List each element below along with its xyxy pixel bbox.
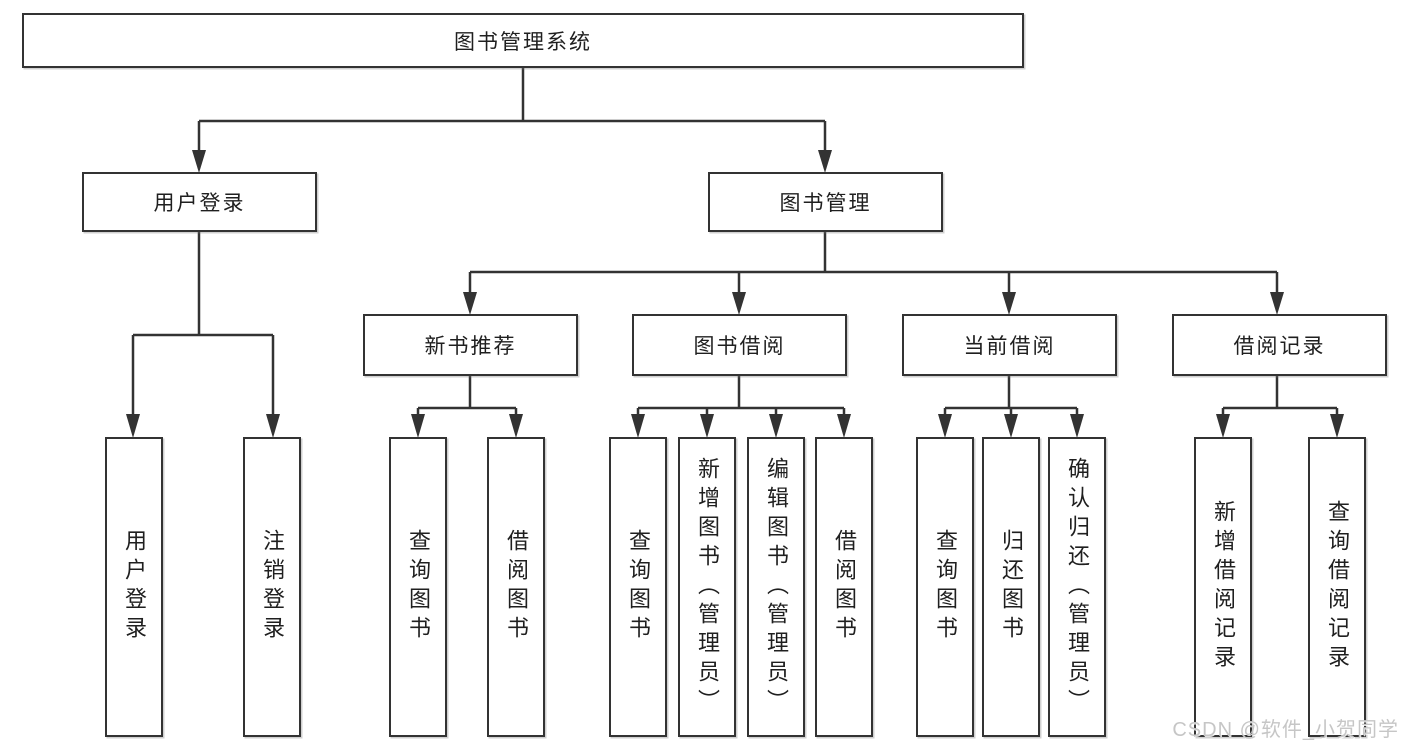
leaf-borrow-books: 借阅图书 [815, 437, 873, 737]
node-new-book-recommend: 新书推荐 [363, 314, 578, 376]
leaf-query-books: 查询图书 [389, 437, 447, 737]
leaf-query-books: 查询图书 [916, 437, 974, 737]
leaf-borrow-books: 借阅图书 [487, 437, 545, 737]
node-label: 图书管理 [779, 192, 872, 215]
node-borrow-records: 借阅记录 [1172, 314, 1387, 376]
leaf-return-books: 归还图书 [982, 437, 1040, 737]
node-user-login: 用户登录 [82, 172, 317, 232]
leaf-confirm-return-admin: 确认归还（管理员） [1048, 437, 1106, 737]
node-label: 借阅记录 [1233, 335, 1326, 358]
node-current-borrow: 当前借阅 [902, 314, 1117, 376]
node-label: 当前借阅 [963, 335, 1056, 358]
node-label: 新书推荐 [424, 335, 517, 358]
node-library-management-system: 图书管理系统 [22, 13, 1024, 68]
leaf-logout: 注销登录 [243, 437, 301, 737]
leaf-query-borrow-record: 查询借阅记录 [1308, 437, 1366, 737]
leaf-label: 用户登录 [122, 529, 147, 645]
leaf-edit-book-admin: 编辑图书（管理员） [747, 437, 805, 737]
leaf-label: 新增图书（管理员） [695, 456, 720, 718]
node-book-management: 图书管理 [708, 172, 943, 232]
leaf-label: 查询图书 [933, 529, 958, 645]
leaf-label: 编辑图书（管理员） [764, 456, 789, 718]
leaf-label: 借阅图书 [832, 529, 857, 645]
leaf-label: 确认归还（管理员） [1065, 456, 1090, 718]
node-label: 图书借阅 [693, 335, 786, 358]
leaf-query-books: 查询图书 [609, 437, 667, 737]
leaf-user-login: 用户登录 [105, 437, 163, 737]
leaf-add-book-admin: 新增图书（管理员） [678, 437, 736, 737]
leaf-label: 查询图书 [626, 529, 651, 645]
leaf-label: 新增借阅记录 [1211, 500, 1236, 674]
leaf-label: 归还图书 [999, 529, 1024, 645]
leaf-label: 注销登录 [260, 529, 285, 645]
node-book-borrow: 图书借阅 [632, 314, 847, 376]
leaf-add-borrow-record: 新增借阅记录 [1194, 437, 1252, 737]
leaf-label: 借阅图书 [504, 529, 529, 645]
leaf-label: 查询图书 [406, 529, 431, 645]
node-label: 图书管理系统 [454, 30, 592, 54]
csdn-watermark: CSDN @软件_小贺同学 [1172, 719, 1399, 741]
node-label: 用户登录 [153, 192, 246, 215]
leaf-label: 查询借阅记录 [1325, 500, 1350, 674]
